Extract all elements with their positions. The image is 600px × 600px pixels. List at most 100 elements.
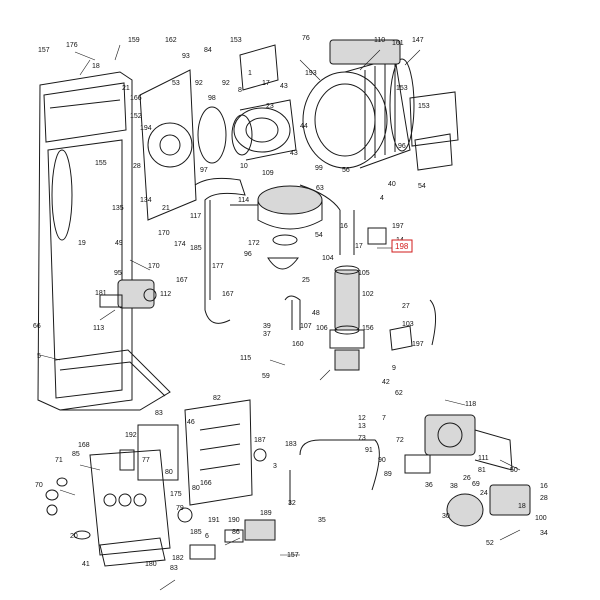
burner-tube — [233, 99, 297, 161]
control-panel-area — [89, 399, 253, 556]
callout-96: 96 — [244, 251, 252, 258]
callout-86: 86 — [232, 529, 240, 536]
callout-9: 9 — [392, 365, 396, 372]
callout-109: 109 — [262, 170, 274, 177]
callout-113: 113 — [93, 325, 104, 332]
highlighted-part-callout[interactable]: 198 — [391, 239, 413, 253]
callout-52: 52 — [486, 540, 494, 547]
callout-84: 84 — [204, 47, 212, 54]
callout-160: 160 — [292, 341, 304, 348]
callout-185b: 185 — [190, 529, 202, 536]
callout-46: 46 — [187, 419, 195, 426]
callout-170b: 170 — [148, 263, 160, 270]
callout-72: 72 — [396, 437, 404, 444]
flue-pipes — [194, 177, 341, 324]
callout-166b: 166 — [200, 480, 212, 487]
callout-21: 21 — [122, 85, 130, 92]
callout-155: 155 — [95, 160, 107, 167]
central-hydraulic-group — [329, 210, 387, 371]
callout-103: 103 — [402, 321, 414, 328]
callout-66: 66 — [33, 323, 41, 330]
callout-19: 19 — [78, 240, 86, 247]
callout-63: 63 — [316, 185, 324, 192]
callout-190: 190 — [228, 517, 240, 524]
callout-189: 189 — [260, 510, 272, 517]
callout-92b: 92 — [222, 80, 230, 87]
callout-92a: 92 — [195, 80, 203, 87]
callout-82: 82 — [213, 395, 221, 402]
callout-53: 53 — [172, 80, 180, 87]
callout-5: 5 — [37, 353, 41, 360]
callout-54a: 54 — [418, 183, 426, 190]
callout-43b: 43 — [290, 150, 298, 157]
callout-112: 112 — [160, 291, 171, 298]
callout-30: 30 — [442, 513, 450, 520]
callout-102: 102 — [362, 291, 374, 298]
callout-181: 181 — [95, 290, 107, 297]
callout-38: 38 — [450, 483, 458, 490]
callout-62: 62 — [395, 390, 403, 397]
callout-3: 3 — [273, 463, 277, 470]
callout-90: 90 — [378, 457, 386, 464]
callout-89: 89 — [384, 471, 392, 478]
callout-135: 135 — [112, 205, 124, 212]
callout-156: 156 — [362, 325, 374, 332]
fan-housing — [230, 185, 323, 270]
callout-157b: 157 — [287, 552, 299, 559]
callout-54b: 54 — [315, 232, 323, 239]
callout-25: 25 — [302, 277, 310, 284]
callout-174: 174 — [174, 241, 186, 248]
callout-147: 147 — [412, 37, 424, 44]
callout-166: 166 — [130, 95, 142, 102]
callout-16a: 16 — [340, 223, 348, 230]
callout-180: 180 — [145, 561, 157, 568]
callout-115: 115 — [240, 355, 251, 362]
leader-lines — [39, 44, 521, 591]
callout-42: 42 — [382, 379, 390, 386]
callout-107: 107 — [300, 323, 312, 330]
callout-18b: 18 — [518, 503, 526, 510]
callout-28: 28 — [133, 163, 141, 170]
callout-118: 118 — [465, 401, 476, 408]
callout-39: 39 — [263, 323, 271, 330]
callout-24: 24 — [480, 490, 488, 497]
callout-16b: 16 — [540, 483, 548, 490]
callout-83a: 83 — [155, 410, 163, 417]
callout-85: 85 — [72, 451, 80, 458]
callout-41: 41 — [82, 561, 90, 568]
callout-93: 93 — [182, 53, 190, 60]
callout-157: 157 — [38, 47, 50, 54]
callout-35: 35 — [318, 517, 326, 524]
callout-168: 168 — [78, 442, 90, 449]
callout-104: 104 — [322, 255, 334, 262]
callout-37: 37 — [263, 331, 271, 338]
callout-76: 76 — [302, 35, 310, 42]
callout-44: 44 — [300, 123, 308, 130]
callout-34: 34 — [540, 530, 548, 537]
callout-95: 95 — [114, 270, 122, 277]
callout-187: 187 — [254, 437, 266, 444]
top-mounting-plates — [239, 44, 459, 171]
callout-134: 134 — [140, 197, 152, 204]
callout-20: 20 — [70, 533, 78, 540]
callout-77: 77 — [142, 457, 150, 464]
callout-79: 79 — [176, 505, 184, 512]
callout-99: 99 — [315, 165, 323, 172]
callout-1: 1 — [248, 70, 252, 77]
callout-40: 40 — [388, 181, 396, 188]
callout-153: 153 — [230, 37, 242, 44]
callout-17b: 17 — [355, 243, 363, 250]
callout-13: 13 — [358, 423, 366, 430]
pump-valve-block — [404, 414, 531, 527]
callout-172: 172 — [248, 240, 260, 247]
front-casing-panel — [37, 71, 171, 411]
small-components — [45, 448, 276, 567]
callout-197b: 197 — [412, 341, 424, 348]
callout-170a: 170 — [158, 230, 170, 237]
callout-106: 106 — [316, 325, 328, 332]
callout-167b: 167 — [222, 291, 234, 298]
callout-91: 91 — [365, 447, 373, 454]
callout-183: 183 — [285, 441, 297, 448]
callout-48: 48 — [312, 310, 320, 317]
